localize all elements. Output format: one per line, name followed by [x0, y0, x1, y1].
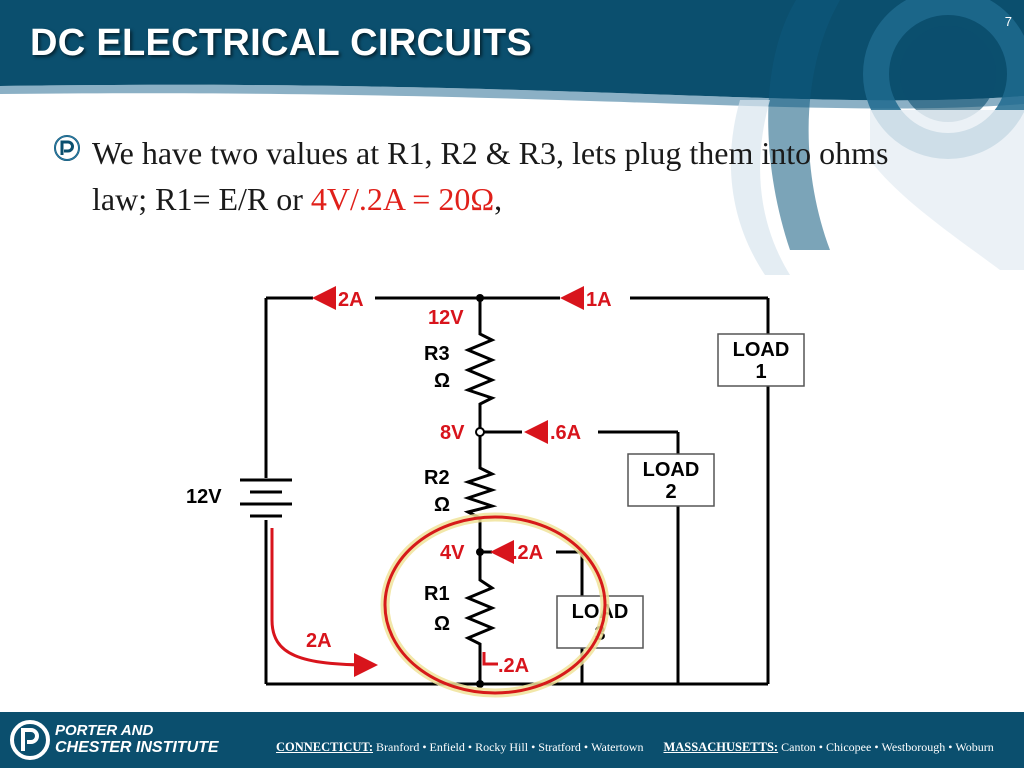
r1-highlight-ring — [383, 515, 607, 695]
resistor-r2-label: R2 — [424, 467, 450, 489]
top-left-current-label: 2A — [338, 289, 364, 311]
town: Watertown — [591, 740, 644, 754]
resistor-r1-symbol — [464, 572, 496, 650]
bullet-text-tail: , — [494, 181, 503, 217]
battery-voltage-label: 12V — [186, 486, 222, 508]
town: Canton — [781, 740, 816, 754]
return-current-arrow — [270, 528, 378, 677]
node-voltage-top: 12V — [428, 307, 464, 329]
load-1-title: LOAD — [733, 339, 790, 361]
state-massachusetts: MASSACHUSETTS: — [663, 740, 779, 754]
town: Woburn — [955, 740, 994, 754]
bullet-text-plain: We have two values at R1, R2 & R3, lets … — [92, 135, 889, 217]
load2-current-label: .6A — [550, 422, 581, 444]
bottom-current-arrow — [482, 652, 498, 666]
town: Enfield — [429, 740, 465, 754]
resistor-r1-unit: Ω — [434, 613, 450, 635]
load-3-title: LOAD — [572, 601, 629, 623]
town: Rocky Hill — [475, 740, 529, 754]
load-1-box: LOAD 1 — [717, 333, 805, 387]
resistor-r3-label: R3 — [424, 343, 450, 365]
node-voltage-lower: 4V — [440, 542, 465, 564]
page-number: 7 — [1004, 14, 1012, 29]
logo-line-1: PORTER AND — [55, 722, 154, 739]
town: Branford — [376, 740, 420, 754]
background-logo-watermark — [730, 0, 1024, 275]
institute-logo-text: PORTER AND CHESTER INSTITUTE — [55, 722, 219, 756]
load-2-number: 2 — [665, 481, 676, 503]
resistor-r2-unit: Ω — [434, 494, 450, 516]
circuit-nodes — [475, 294, 485, 688]
logo-line-2: CHESTER INSTITUTE — [55, 739, 219, 756]
slide-title: DC ELECTRICAL CIRCUITS — [30, 22, 533, 64]
bullet-text: We have two values at R1, R2 & R3, lets … — [92, 130, 942, 222]
circuit-wires — [264, 296, 770, 686]
town: Chicopee — [825, 740, 872, 754]
load3-current-label: .2A — [512, 542, 543, 564]
node-voltage-middle: 8V — [440, 422, 465, 444]
battery-symbol — [240, 478, 292, 518]
resistor-r3-symbol — [463, 322, 496, 410]
circuit-diagram: 12V 2A 1A 12V 8V 4V R3 Ω R2 Ω R1 Ω .6A .… — [186, 286, 805, 698]
pc-logo-bullet-icon — [54, 135, 80, 161]
top-right-current-label: 1A — [586, 289, 612, 311]
load-1-number: 1 — [755, 361, 766, 383]
town: Stratford — [538, 740, 581, 754]
footer: PORTER AND CHESTER INSTITUTE CONNECTICUT… — [0, 712, 1024, 768]
bottom-current-label: .2A — [498, 655, 529, 677]
resistor-r1-label: R1 — [424, 583, 450, 605]
load-2-title: LOAD — [643, 459, 700, 481]
porter-chester-logo-icon — [10, 720, 50, 760]
bullet-text-highlight: 4V/.2A = 20Ω — [310, 181, 495, 217]
state-connecticut: CONNECTICUT: — [276, 740, 373, 754]
town: Westborough — [881, 740, 946, 754]
footer-locations: CONNECTICUT: Branford•Enfield•Rocky Hill… — [276, 740, 994, 754]
resistor-r3-unit: Ω — [434, 370, 450, 392]
load-2-box: LOAD 2 — [627, 453, 715, 507]
return-current-label: 2A — [306, 630, 332, 652]
resistor-r2-symbol — [463, 462, 498, 520]
